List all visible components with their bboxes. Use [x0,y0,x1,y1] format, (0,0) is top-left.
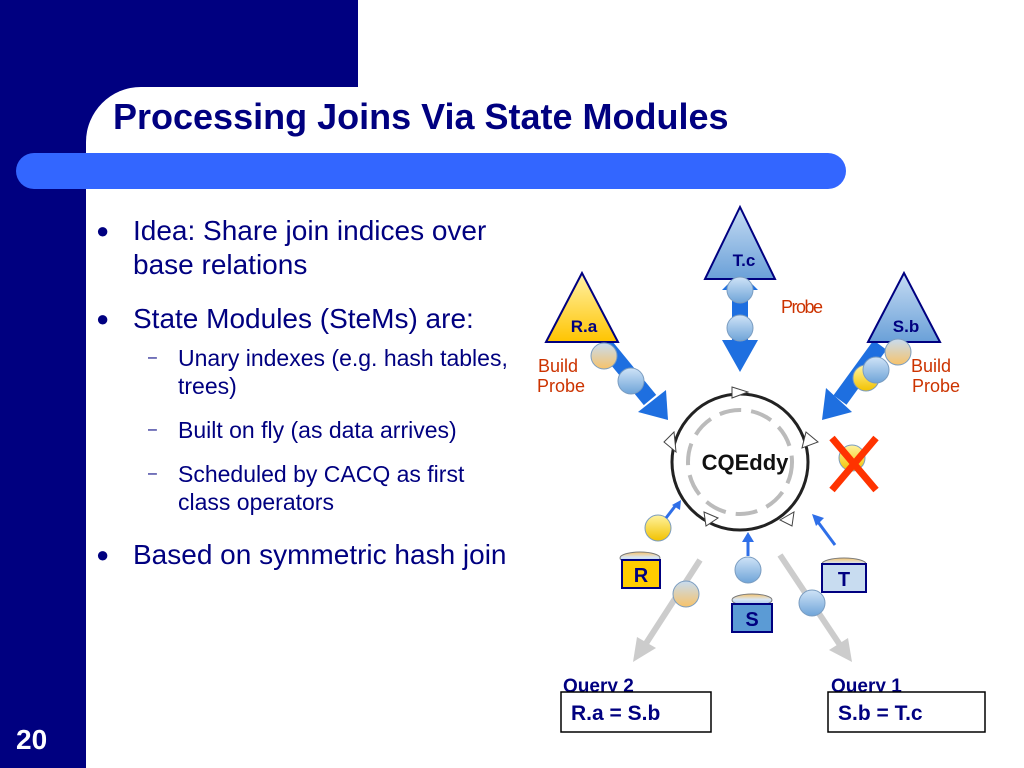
tuple-ball [884,338,912,366]
label-r: R [634,565,649,587]
build-label-part: Build [538,356,578,376]
stem-ra: R.a [544,270,620,343]
bullet-list: Idea: Share join indices over base relat… [96,214,511,592]
source-r: R [619,551,661,589]
tuple-ball [726,314,754,342]
arrow-head [633,637,656,662]
sb-arrow-head [822,388,852,420]
eddy-label: CQEddy [702,450,790,475]
eddy-arrowhead [801,431,819,449]
slide-number: 20 [16,724,48,755]
source-arrows [664,500,837,556]
operation-labels: Probe Build Probe Build Probe [537,297,960,396]
box-s [731,603,773,633]
cross-icon [829,435,879,493]
arrow-to-query2 [642,558,703,647]
probe-label-part: Probe [912,376,960,396]
tuple-ball [862,356,890,384]
label-s: S [745,609,758,631]
query-2: Query 2 R.a = S.b [560,676,712,733]
arrow-t-to-eddy [816,521,837,546]
box-t [821,563,867,593]
query-2-box [560,691,712,733]
title-underline-bar [16,153,846,189]
slide-title: Processing Joins Via State Modules [113,96,729,137]
stem-tc-label: T.c [733,251,756,270]
arrow-r-to-eddy [664,504,678,519]
tuple-ball [798,589,826,617]
tc-arrow-down-head [722,340,758,372]
tuple-ball [590,342,618,370]
probe-label-sb: Probe [912,376,960,396]
sub-bullet-item: Scheduled by CACQ as first class operato… [96,460,511,516]
probe-label-part: Probe [781,297,823,317]
tuple-ball [672,580,700,608]
source-t: T [821,557,867,593]
tuple-balls [590,276,912,617]
box-r [621,559,661,589]
build-label-sb: Build [911,356,951,376]
eddy-arrowhead [778,511,795,527]
eddy-inner-swirl [686,408,794,516]
tuple-ball [644,514,672,542]
query-1-box [827,691,986,733]
arrow-head [829,638,852,662]
sub-bullet-item: Built on fly (as data arrives) [96,416,511,444]
cqeddy-operator: CQEddy [663,386,819,532]
source-s: S [731,593,773,633]
bullet-item: Based on symmetric hash join [96,538,511,572]
eddy-arrowhead [703,511,720,527]
sub-bullet-list: Unary indexes (e.g. hash tables, trees) … [96,344,511,516]
bullet-item: Idea: Share join indices over base relat… [96,214,511,282]
build-label-ra: Build [538,356,578,376]
eddy-arrowhead [663,430,677,454]
eddy-arrowhead [731,386,750,399]
bullet-item: State Modules (SteMs) are: [96,302,511,336]
label-t: T [838,569,850,591]
stem-ra-label: R.a [571,317,598,336]
stem-ra-triangle [544,270,620,343]
tuple-ball [734,556,762,584]
tuple-ball [617,367,645,395]
arrow-head [812,514,824,526]
ra-arrow-head [638,390,668,420]
sub-bullet-item: Unary indexes (e.g. hash tables, trees) [96,344,511,400]
stem-diagram: CQEddy T.c R.a S.b [537,204,986,733]
stem-sb: S.b [866,270,942,343]
probe-label-tc: Probe [781,297,823,317]
arrow-head [742,532,754,542]
arrow-head [672,500,681,510]
stem-tc: T.c [703,204,777,280]
probe-label-ra: Probe [537,376,585,396]
tuple-ball [726,276,754,304]
probe-label-part: Probe [537,376,585,396]
query-1-predicate: S.b = T.c [838,702,923,725]
query-2-predicate: R.a = S.b [571,702,660,725]
stem-sb-label: S.b [893,317,919,336]
build-label-part: Build [911,356,951,376]
query-1: Query 1 S.b = T.c [827,676,986,733]
